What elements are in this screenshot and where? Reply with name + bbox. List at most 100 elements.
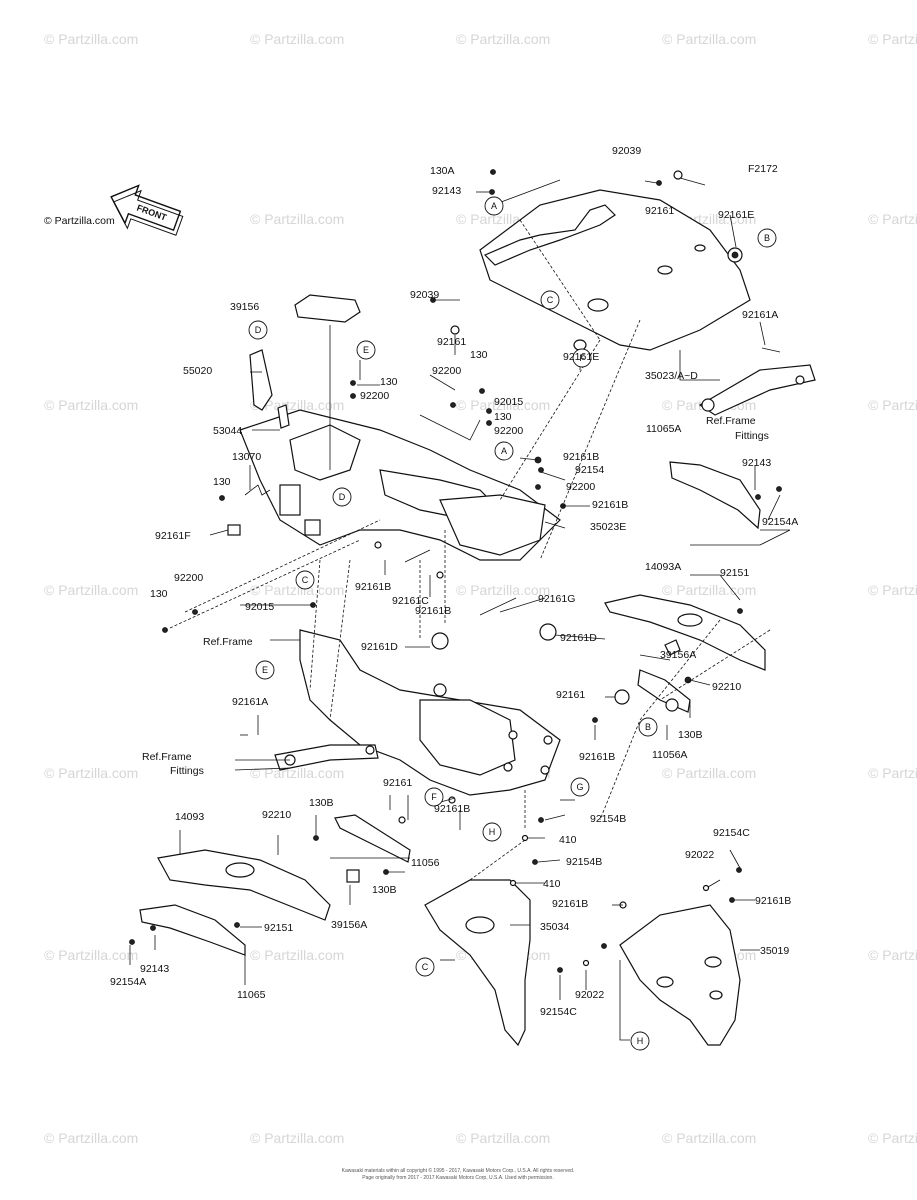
- bracket-11056A: [637, 669, 691, 713]
- callout-h: H: [482, 822, 502, 842]
- watermark-text: © Partzilla.com: [868, 765, 917, 781]
- watermark-text: © Partzilla.com: [250, 765, 344, 781]
- callout-circle: [494, 441, 514, 461]
- part-label: 92022: [575, 989, 604, 1001]
- callout-letter: D: [339, 492, 346, 502]
- bracket-55020: [249, 349, 273, 411]
- part-label: 92161A: [232, 696, 268, 708]
- part-label: 35023E: [590, 521, 626, 533]
- part-label: 55020: [183, 365, 212, 377]
- part-label: Ref.Frame: [706, 415, 756, 427]
- part-label: 92161B: [579, 751, 615, 763]
- part-label: 92015: [494, 396, 523, 408]
- part-label: 92154C: [713, 827, 750, 839]
- part-label: 11056A: [652, 749, 687, 761]
- part-label: 92161D: [361, 641, 398, 653]
- part-label: 92161B: [434, 803, 470, 815]
- watermark-text: © Partzilla.com: [662, 1130, 756, 1146]
- watermark-layer: © Partzilla.com © Partzilla.com © Partzill…: [44, 31, 917, 1146]
- part-label: 92151: [720, 567, 749, 579]
- callout-circle: [570, 777, 590, 797]
- callout-circle: [415, 957, 435, 977]
- watermark-text: © Partzilla.com: [868, 211, 917, 227]
- callout-f: F: [572, 348, 592, 368]
- part-label: 130B: [678, 729, 703, 741]
- callout-letter: F: [579, 353, 585, 363]
- trim-11065: [139, 904, 246, 956]
- part-label: 92154B: [566, 856, 602, 868]
- part-label: 13070: [232, 451, 261, 463]
- callout-letter: B: [645, 722, 651, 732]
- watermark-text: © Partzilla.com: [456, 31, 550, 47]
- callout-circle: [255, 660, 275, 680]
- callout-letter: D: [255, 325, 262, 335]
- watermark-text: © Partzilla.com: [868, 31, 917, 47]
- watermark-text: © Partzilla.com: [868, 1130, 917, 1146]
- rear-fender-top: [450, 170, 751, 351]
- callout-d: D: [248, 320, 268, 340]
- callout-g: G: [570, 777, 590, 797]
- rear-flap-35019: [619, 904, 741, 1046]
- callout-circle: [295, 570, 315, 590]
- callout-circle: [630, 1031, 650, 1051]
- part-label: 35023/A~D: [645, 370, 698, 382]
- watermark-text: © Partzilla.com: [250, 31, 344, 47]
- part-label: 130B: [372, 884, 397, 896]
- part-label: Fittings: [170, 765, 204, 777]
- copyright-line-1: Kawasaki materials within all copyright …: [342, 1167, 575, 1174]
- callout-letter: H: [637, 1036, 644, 1046]
- part-label: 11065: [237, 989, 266, 1001]
- watermark-text: © Partzilla.com: [44, 1130, 138, 1146]
- callout-circle: [356, 340, 376, 360]
- part-label: 92039: [612, 145, 641, 157]
- watermark-text: © Partzilla.com: [456, 1130, 550, 1146]
- watermark-text: © Partzilla.com: [250, 211, 344, 227]
- bracket-11056: [334, 814, 411, 863]
- clip-13070: [244, 484, 271, 496]
- watermark-text: © Partzilla.com: [44, 215, 115, 227]
- part-label: 92200: [494, 425, 523, 437]
- part-label: Ref.Frame: [203, 636, 253, 648]
- callout-letter: A: [491, 201, 497, 211]
- callout-letter: H: [489, 827, 496, 837]
- frame-fitting-left: [274, 744, 379, 771]
- part-label: 11065A: [646, 423, 681, 435]
- watermark-text: © Partzilla.com: [250, 1130, 344, 1146]
- part-label: 92161: [437, 336, 466, 348]
- watermark-text: © Partzilla.com: [44, 31, 138, 47]
- part-label: 92154B: [590, 813, 626, 825]
- watermark-text: © Partzilla.com: [456, 397, 550, 413]
- part-label: 92161E: [718, 209, 754, 221]
- callout-circle: [424, 787, 444, 807]
- part-label: 92143: [432, 185, 461, 197]
- part-label: 92039: [410, 289, 439, 301]
- part-label: 92161B: [755, 895, 791, 907]
- watermark-text: © Partzilla.com: [662, 31, 756, 47]
- watermark-text: © Partzilla.com: [662, 765, 756, 781]
- callout-letter: F: [431, 792, 437, 802]
- inner-fender-assembly: [239, 409, 561, 561]
- pad-39156: [294, 294, 361, 323]
- callout-letter: C: [422, 962, 429, 972]
- callout-circle: [248, 320, 268, 340]
- part-label: 39156A: [331, 919, 367, 931]
- part-label: 130: [380, 376, 398, 388]
- part-label: 130B: [309, 797, 334, 809]
- front-arrow-icon: FRONT: [110, 184, 184, 236]
- part-label: 92154A: [110, 976, 146, 988]
- callout-c: C: [540, 290, 560, 310]
- watermark-text: © Partzilla.com: [868, 582, 917, 598]
- callout-c: C: [415, 957, 435, 977]
- leader-lines: [129, 171, 791, 1041]
- part-label: 39156A: [660, 649, 696, 661]
- callout-circle: [572, 348, 592, 368]
- part-label: 92151: [264, 922, 293, 934]
- watermark-text: © Partzilla.com: [250, 947, 344, 963]
- callout-f: F: [424, 787, 444, 807]
- callout-letter: C: [547, 295, 554, 305]
- part-label: 92161G: [538, 593, 575, 605]
- callout-h: H: [630, 1031, 650, 1051]
- part-label: 130: [470, 349, 488, 361]
